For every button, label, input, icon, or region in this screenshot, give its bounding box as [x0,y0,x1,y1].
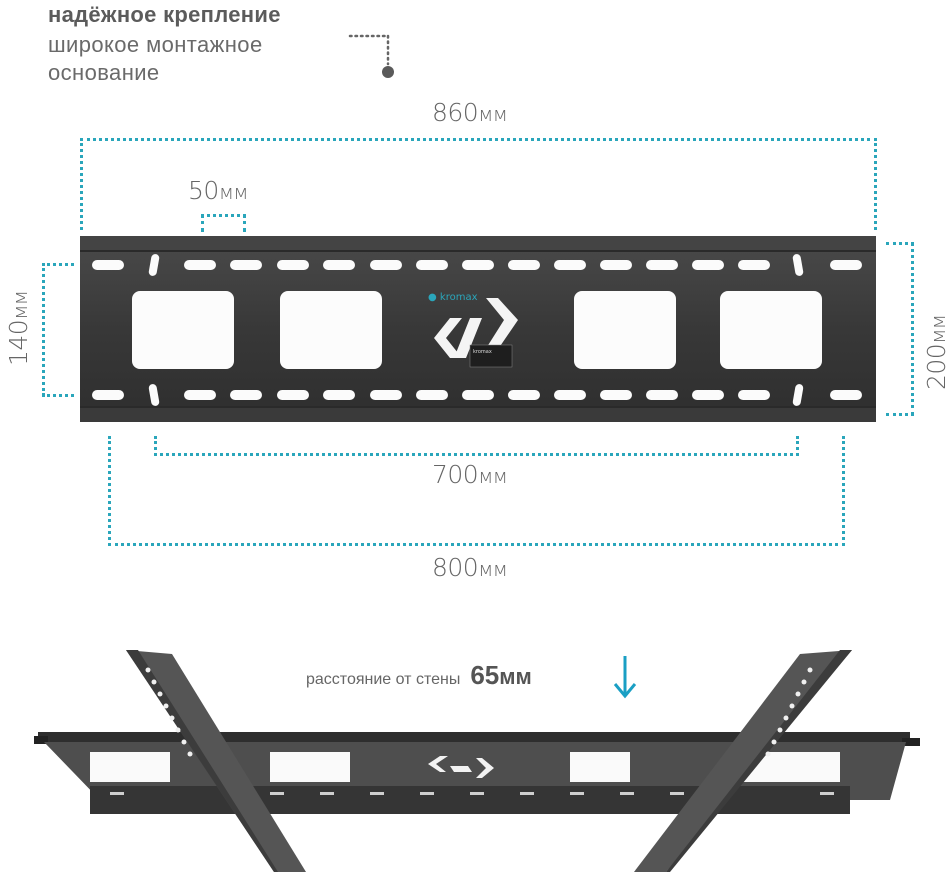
dimension-unit: мм [478,557,508,581]
guide-line-860-left [80,138,83,230]
arrow-down-icon [613,656,637,699]
guide-line-140-vertical [42,263,45,396]
guide-line-800-right [842,436,845,546]
feature-subtitle-line2: основание [48,60,160,85]
wall-distance-value: 65мм [470,660,531,691]
dimension-value: 140 [4,319,33,366]
guide-line-50-left [201,214,204,232]
guide-line-860-right [874,138,877,230]
dimension-value: 800 [432,553,479,582]
guide-line-200-vertical [911,242,914,416]
guide-line-860-top [80,138,877,141]
guide-line-800-bottom [108,543,845,546]
mounting-plate-front: ● kromax kromax [80,236,876,422]
svg-text:● kromax: ● kromax [428,292,478,303]
dimension-value: 200 [922,343,951,390]
guide-line-700-bottom [154,453,799,456]
dimension-outer-span: 800мм [432,553,508,582]
dimension-overall-width: 860мм [432,98,508,127]
guide-line-50-right [243,214,246,232]
dimension-unit: мм [926,314,950,344]
guide-line-140-bottom [42,394,74,397]
wall-distance-number: 65 [470,660,500,690]
guide-line-50-top [201,214,246,217]
wall-distance-unit: мм [499,664,532,689]
mount-perspective-view [34,650,920,872]
dimension-value: 700 [432,460,479,489]
dimension-unit: мм [8,290,32,320]
wall-distance: расстояние от стены 65мм [306,660,532,691]
callout-pointer-icon [348,34,394,78]
feature-subtitle: широкое монтажное основание [48,31,263,87]
svg-text:kromax: kromax [473,349,492,355]
feature-title: надёжное крепление [48,2,281,27]
dimension-slot-pitch: 50мм [188,176,249,205]
feature-subtitle-line1: широкое монтажное [48,32,263,57]
dimension-unit: мм [478,464,508,488]
guide-line-200-bottom [886,413,914,416]
dimension-inner-span: 700мм [432,460,508,489]
guide-line-200-top [886,242,914,245]
dimension-inner-height: 140мм [4,291,33,366]
dimension-outer-height: 200мм [922,315,951,390]
wall-distance-label: расстояние от стены [306,671,461,688]
guide-line-700-left [154,436,157,456]
dimension-unit: мм [478,102,508,126]
dimension-value: 50 [188,176,219,205]
guide-line-800-left [108,436,111,546]
guide-line-700-right [796,436,799,456]
guide-line-140-top [42,263,74,266]
dimension-unit: мм [218,180,249,204]
dimension-value: 860 [432,98,479,127]
